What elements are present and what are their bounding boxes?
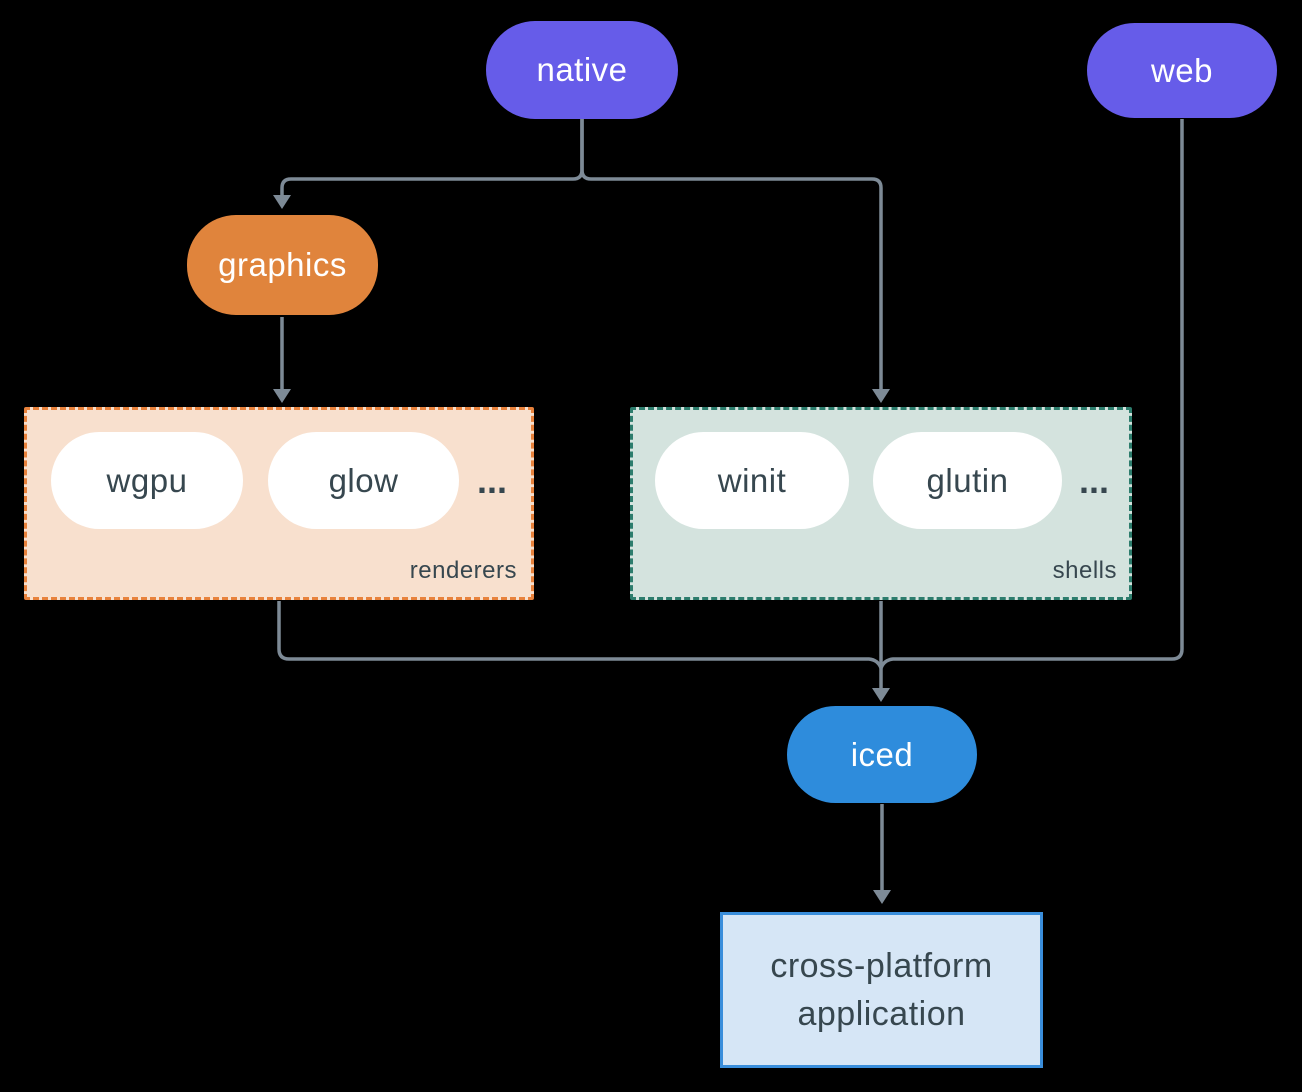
node-glutin: glutin (873, 432, 1062, 529)
group-shells: winit glutin ... shells (630, 407, 1132, 600)
node-winit-label: winit (717, 461, 787, 499)
arrowhead-renderers (273, 389, 291, 403)
shells-ellipsis: ... (1078, 459, 1109, 501)
edge-native-graphics (280, 119, 584, 195)
node-wgpu: wgpu (51, 432, 243, 529)
arrowhead-graphics (273, 195, 291, 209)
node-winit: winit (655, 432, 849, 529)
node-glutin-label: glutin (926, 461, 1009, 499)
node-web-label: web (1150, 51, 1214, 89)
arrowhead-shells (872, 389, 890, 403)
node-web: web (1087, 23, 1277, 118)
node-iced: iced (787, 706, 977, 803)
arrowhead-app (873, 890, 891, 904)
node-graphics: graphics (187, 215, 378, 315)
edge-native-shells (580, 119, 883, 389)
node-native-label: native (536, 51, 628, 88)
group-renderers-label: renderers (409, 557, 517, 584)
node-wgpu-label: wgpu (106, 461, 188, 499)
node-iced-label: iced (850, 735, 914, 773)
arrowhead-iced (872, 688, 890, 702)
node-glow-label: glow (328, 461, 399, 499)
node-graphics-label: graphics (218, 246, 347, 283)
edge-renderers-iced (277, 601, 883, 669)
group-shells-label: shells (1052, 557, 1117, 584)
renderers-ellipsis: ... (476, 459, 507, 501)
node-glow: glow (268, 432, 459, 529)
node-app-label: cross-platform application (770, 947, 993, 1033)
group-renderers: wgpu glow ... renderers (24, 407, 534, 600)
node-native: native (486, 21, 678, 119)
node-cross-platform-application: cross-platform application (720, 912, 1043, 1068)
